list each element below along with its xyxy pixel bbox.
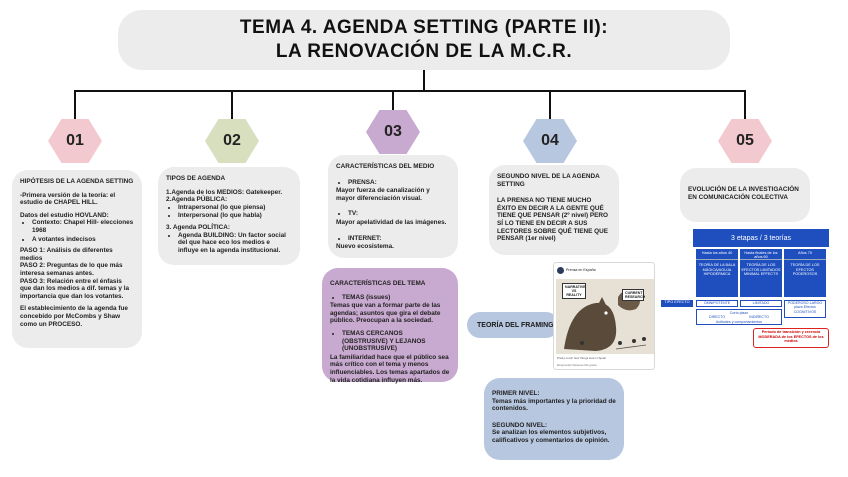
card-text: PRIMER NIVEL: [492,390,540,397]
framing-label: TEORÍA DEL FRAMING [477,321,554,329]
stage-head: Hasta finales de los años 60 [740,249,782,260]
effect-indirecto: INDIRECTO [749,315,769,320]
card-segundo-nivel: SEGUNDO NIVEL DE LA AGENDA SETTING LA PR… [489,165,619,255]
card-text: 3. Agenda POLÍTICA: [166,223,231,231]
title-banner: TEMA 4. AGENDA SETTING (PARTE II): LA RE… [118,10,730,70]
list-item: Intrapersonal (lo que piensa) [178,204,292,212]
card-bullets: TEMAS (issues) [342,294,450,302]
stage-col-1: Hasta los años 40 TEORÍA DE LA BALA MÁGI… [696,249,738,297]
actitudes: Actitudes y comportamientos [715,319,763,324]
card-evolucion: EVOLUCIÓN DE LA INVESTIGACIÓN EN COMUNIC… [680,168,810,222]
stage-body: TEORÍA DE LA BALA MÁGICA/AGUJA HIPODÉRMI… [698,263,736,277]
card-text: PASO 3: Relación entre el énfasis que da… [20,277,130,300]
node-number: 03 [384,123,402,140]
list-item: INTERNET: [348,235,450,243]
card-text: La familiaridad hace que el público sea … [330,353,450,384]
card-bullets: Agenda BUILDING: Un factor social del qu… [178,232,292,255]
card-text: Se analizan los elementos subjetivos, ca… [492,429,610,444]
title-line-1: TEMA 4. AGENDA SETTING (PARTE II): [239,17,609,38]
sign-research: CURRENT RESEARCH [622,289,645,301]
tweet-account: Prensa en España [566,268,596,272]
card-text: -Primera versión de la teoría: el estudi… [20,191,116,207]
card-bullets: TV: [348,210,450,218]
card-bullets: TEMAS CERCANOS (OBSTRUSIVE) Y LEJANOS (U… [342,330,450,353]
card-text: PASO 1: Análisis de diferentes medios [20,247,113,262]
list-item: Contexto: Chapel Hill- elecciones 1968 [32,219,134,234]
card-caracteristicas-medio: CARACTERÍSTICAS DEL MEDIO PRENSA: Mayor … [328,155,458,258]
framing-pill: TEORÍA DEL FRAMING [467,312,559,338]
card-text: 1.Agenda de los MEDIOS: Gatekeeper. [166,188,283,196]
list-item: Interpersonal (lo que habla) [178,212,292,220]
card-niveles: PRIMER NIVEL: Temas más importantes y la… [484,378,624,460]
title-line-2: LA RENOVACIÓN DE LA M.C.R. [275,41,573,62]
card-bullets: INTERNET: [348,235,450,243]
stage-col-3: Años 70 TEORÍA DE LOS EFECTOS PODEROSOS [784,249,826,297]
card-heading: EVOLUCIÓN DE LA INVESTIGACIÓN EN COMUNIC… [688,186,799,201]
node-number: 05 [736,132,754,149]
node-number: 04 [541,132,559,149]
card-text: Mayor apelatividad de las imágenes. [336,218,447,226]
card-tipos-agenda: TIPOS DE AGENDA 1.Agenda de los MEDIOS: … [158,167,300,265]
tweet-caption: Pretty much how things look in Spain [557,356,607,360]
list-item: Agenda BUILDING: Un factor social del qu… [178,232,292,255]
node-number: 01 [66,132,84,149]
stage-head: Años 70 [784,249,826,260]
card-text: Nuevo ecosistema. [336,243,394,251]
card-heading: HIPÓTESIS DE LA AGENDA SETTING [20,178,134,185]
card-heading: CARACTERÍSTICAS DEL MEDIO [336,163,435,170]
effect-types-row: DIRECTO INDIRECTO [697,315,781,319]
card-caracteristicas-tema: CARACTERÍSTICAS DEL TEMA TEMAS (issues) … [322,268,458,384]
effect-omnipotente: OMNIPOTENTE [696,300,738,307]
list-item: A votantes indecisos [32,236,134,244]
stage-head: Hasta los años 40 [696,249,738,260]
tweet-header: Prensa en España [554,263,654,277]
sign-narrative: NARRATIVE VS REALITY [562,283,586,299]
tweet-footer: Responder Retweet Me gusta [557,363,597,367]
tweet-image: Prensa en España NARRATIVE VS REALITY CU… [553,262,655,370]
stages-diagram: 3 etapas / 3 teorías Hasta los años 40 T… [661,229,829,350]
card-bullets: PRENSA: [348,179,450,187]
card-heading: TIPOS DE AGENDA [166,175,226,182]
box-corto-plazo: Corto plazo DIRECTO INDIRECTO Actitudes … [696,309,782,325]
card-text: Temas que van a formar parte de las agen… [330,302,441,325]
effect-poderoso: PODEROSO LARGO plazo Efectos COGNITIVOS [784,300,826,318]
avatar [557,266,564,274]
cartoon-illustration: NARRATIVE VS REALITY CURRENT RESEARCH [556,279,654,354]
list-item: PRENSA: [348,179,450,187]
effect-limitado: LIMITADO [740,300,782,307]
card-text: Mayor fuerza de canalización y mayor dif… [336,187,430,202]
node-number: 02 [223,132,241,149]
stage-col-2: Hasta finales de los años 60 TEORÍA DE L… [740,249,782,297]
card-heading: CARACTERÍSTICAS DEL TEMA [330,280,426,287]
card-text: 2.Agenda PÚBLICA: [166,196,228,204]
card-text: El establecimiento de la agenda fue conc… [20,305,128,328]
card-heading: SEGUNDO NIVEL DE LA AGENDA SETTING [497,173,600,188]
card-bullets: Contexto: Chapel Hill- elecciones 1968 A… [32,219,134,243]
list-item: TV: [348,210,450,218]
card-text: Datos del estudio HOVLAND: [20,211,109,219]
card-text: SEGUNDO NIVEL: [492,421,548,429]
card-bullets: Intrapersonal (lo que piensa) Interperso… [178,204,292,220]
card-text: LA PRENSA NO TIENE MUCHO ÉXITO EN DECIR … [497,197,609,243]
stage-body: TEORÍA DE LOS EFECTOS LIMITADOS MINIMAL … [741,263,781,277]
stage-body: TEORÍA DE LOS EFECTOS PODEROSOS [790,263,820,277]
stages-title: 3 etapas / 3 teorías [693,229,829,247]
effect-directo: DIRECTO [709,315,726,320]
list-item: TEMAS (issues) [342,294,450,302]
tipo-efecto-label: TIPO EFECTO [661,300,693,307]
corto-plazo: Corto plazo [729,311,749,315]
card-text: Temas más importantes y la prioridad de … [492,397,616,413]
card-text: PASO 2: Preguntas de lo que más interesa… [20,262,123,277]
list-item: TEMAS CERCANOS (OBSTRUSIVE) Y LEJANOS (U… [342,330,450,353]
transition-note: Periodo de transición y creencia MODERAD… [753,328,829,348]
card-hipotesis: HIPÓTESIS DE LA AGENDA SETTING -Primera … [12,170,142,348]
